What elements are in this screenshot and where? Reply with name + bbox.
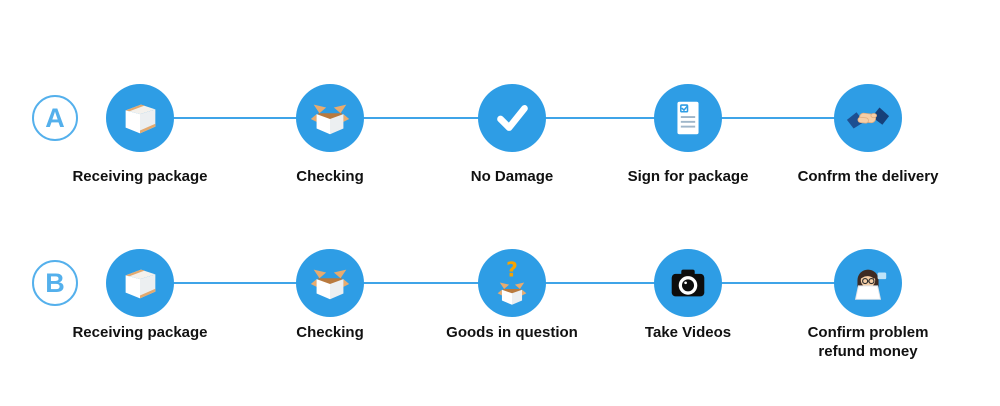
row-a-letter: A bbox=[45, 102, 65, 133]
closed-box-icon bbox=[125, 269, 156, 299]
row-a-badge: A bbox=[32, 95, 78, 141]
step-label-b4: Take Videos bbox=[644, 324, 732, 341]
camera-icon bbox=[671, 269, 705, 297]
step-a4-sign-for-package bbox=[654, 84, 722, 152]
step-label-a2: Checking bbox=[296, 168, 364, 185]
step-label-a4: Sign for package bbox=[627, 168, 749, 185]
checkmark-icon bbox=[497, 105, 528, 131]
step-label-b1: Receiving package bbox=[72, 324, 208, 341]
step-label-b2: Checking bbox=[296, 324, 364, 341]
row-b-badge: B bbox=[32, 260, 78, 306]
step-b3-goods-in-question: ? bbox=[478, 249, 546, 317]
step-label-a3: No Damage bbox=[470, 168, 554, 185]
step-a3-no-damage bbox=[478, 84, 546, 152]
step-b2-checking bbox=[296, 249, 364, 317]
question-box-icon: ? bbox=[497, 260, 527, 305]
step-a1-receiving-package bbox=[106, 84, 174, 152]
step-b5-confirm-problem bbox=[834, 249, 902, 317]
question-mark-glyph: ? bbox=[506, 260, 518, 281]
person-laptop-icon bbox=[854, 269, 887, 300]
closed-box-icon bbox=[125, 104, 156, 134]
step-a5-confirm-delivery bbox=[834, 84, 902, 152]
handshake-icon bbox=[846, 107, 890, 129]
open-box-icon bbox=[310, 269, 350, 300]
step-b1-receiving-package bbox=[106, 249, 174, 317]
step-label-a5: Confrm the delivery bbox=[797, 168, 939, 185]
open-box-icon bbox=[310, 104, 350, 135]
row-b-letter: B bbox=[45, 267, 65, 298]
step-b4-take-videos bbox=[654, 249, 722, 317]
step-label-b3: Goods in question bbox=[446, 324, 578, 341]
step-a2-checking bbox=[296, 84, 364, 152]
step-label-a1: Receiving package bbox=[72, 168, 208, 185]
document-sign-icon bbox=[677, 101, 699, 135]
step-label-b5: Confirm problem refund money bbox=[807, 324, 929, 360]
